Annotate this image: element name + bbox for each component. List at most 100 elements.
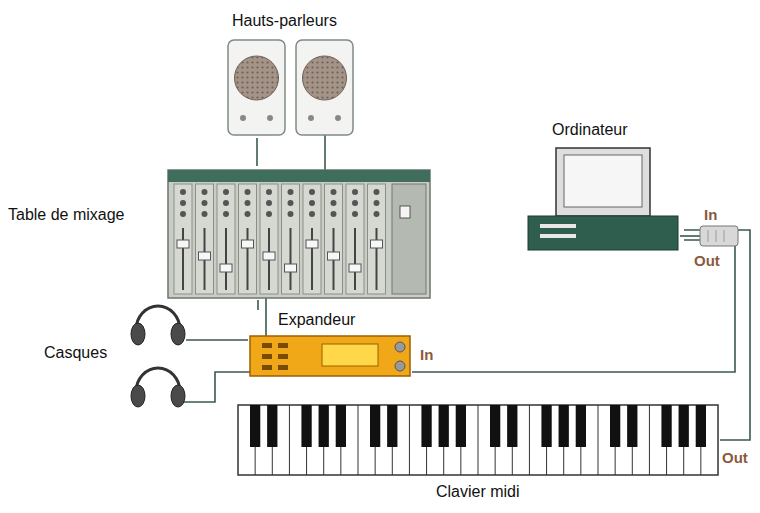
- device-node: Casques: [40, 304, 186, 418]
- device-label: Casques: [44, 344, 107, 362]
- channel-strip: [303, 184, 321, 294]
- cable: [256, 138, 258, 166]
- fader-slot: [311, 228, 313, 290]
- knob: [352, 211, 358, 217]
- knob: [245, 189, 251, 195]
- knob: [202, 200, 208, 206]
- channel-strip: [260, 184, 278, 294]
- black-key: [267, 405, 277, 447]
- knob: [352, 200, 358, 206]
- fader-cap: [263, 252, 275, 260]
- port-label: Out: [722, 449, 748, 466]
- black-key: [696, 405, 706, 447]
- knob: [309, 211, 315, 217]
- channel-strip: [174, 184, 192, 294]
- channel-strip: [239, 184, 257, 294]
- black-key: [679, 405, 689, 447]
- audio-wire: [265, 298, 267, 336]
- channel-strip: [196, 184, 214, 294]
- white-key: [529, 405, 530, 475]
- channel-strip: [282, 184, 300, 294]
- white-key: [478, 405, 479, 475]
- black-key: [661, 405, 671, 447]
- interface-cable: [680, 235, 700, 237]
- black-key: [610, 405, 620, 447]
- device-node: Expandeur: [248, 310, 412, 380]
- headphone-cups: [131, 323, 185, 407]
- cable: [257, 300, 259, 310]
- device-label: Ordinateur: [552, 121, 628, 139]
- white-key: [289, 405, 290, 475]
- fader-cap: [328, 252, 340, 260]
- headphones: [136, 306, 180, 392]
- knob: [266, 189, 272, 195]
- white-key: [358, 405, 359, 475]
- black-key: [250, 405, 260, 447]
- speaker-right: [296, 40, 353, 135]
- fader-cap: [177, 240, 189, 248]
- knob: [352, 189, 358, 195]
- channel-strip: [346, 184, 364, 294]
- black-key: [387, 405, 397, 447]
- device-node: Clavier midi: [236, 403, 720, 509]
- black-key: [507, 405, 517, 447]
- fader-cap: [220, 264, 232, 272]
- expander-unit: [250, 336, 410, 376]
- port-label: Out: [694, 252, 720, 269]
- black-key: [370, 405, 380, 447]
- device-node: Hauts-parleurs: [220, 8, 365, 138]
- white-key: [409, 405, 410, 475]
- device-node: Table de mixage: [4, 166, 432, 300]
- device-label: Table de mixage: [8, 206, 125, 224]
- white-key: [598, 405, 599, 475]
- black-key: [301, 405, 311, 447]
- fader-slot: [182, 228, 184, 290]
- fader-cap: [285, 264, 297, 272]
- black-key: [421, 405, 431, 447]
- black-key: [439, 405, 449, 447]
- knob: [180, 189, 186, 195]
- port-label: In: [704, 206, 717, 223]
- headphone-wire: [180, 372, 250, 402]
- black-key: [319, 405, 329, 447]
- knob: [223, 189, 229, 195]
- black-key: [559, 405, 569, 447]
- knob: [331, 200, 337, 206]
- knob: [309, 189, 315, 195]
- black-key: [456, 405, 466, 447]
- knob: [223, 211, 229, 217]
- fader-slot: [354, 228, 356, 290]
- cable: [412, 240, 735, 372]
- fader-slot: [247, 228, 249, 290]
- fader-cap: [371, 240, 383, 248]
- mixing-desk: [168, 170, 430, 298]
- fader-cap: [349, 264, 361, 272]
- knob: [288, 211, 294, 217]
- black-key: [336, 405, 346, 447]
- midi-keyboard: [238, 405, 718, 475]
- knob: [202, 211, 208, 217]
- knob: [266, 211, 272, 217]
- device-label: Clavier midi: [436, 483, 520, 501]
- knob: [288, 189, 294, 195]
- port-label: In: [420, 346, 433, 363]
- knob: [374, 211, 380, 217]
- fader-cap: [242, 240, 254, 248]
- knob: [223, 200, 229, 206]
- knob: [266, 200, 272, 206]
- black-key: [576, 405, 586, 447]
- fader-slot: [290, 228, 292, 290]
- knob: [309, 200, 315, 206]
- black-key: [490, 405, 500, 447]
- channel-strip: [217, 184, 235, 294]
- white-key: [649, 405, 650, 475]
- speaker-left: [228, 40, 285, 135]
- device-label: Hauts-parleurs: [232, 12, 337, 30]
- fader-cap: [306, 240, 318, 248]
- knob: [374, 189, 380, 195]
- midi-interface: [700, 226, 738, 246]
- knob: [331, 211, 337, 217]
- knob: [331, 189, 337, 195]
